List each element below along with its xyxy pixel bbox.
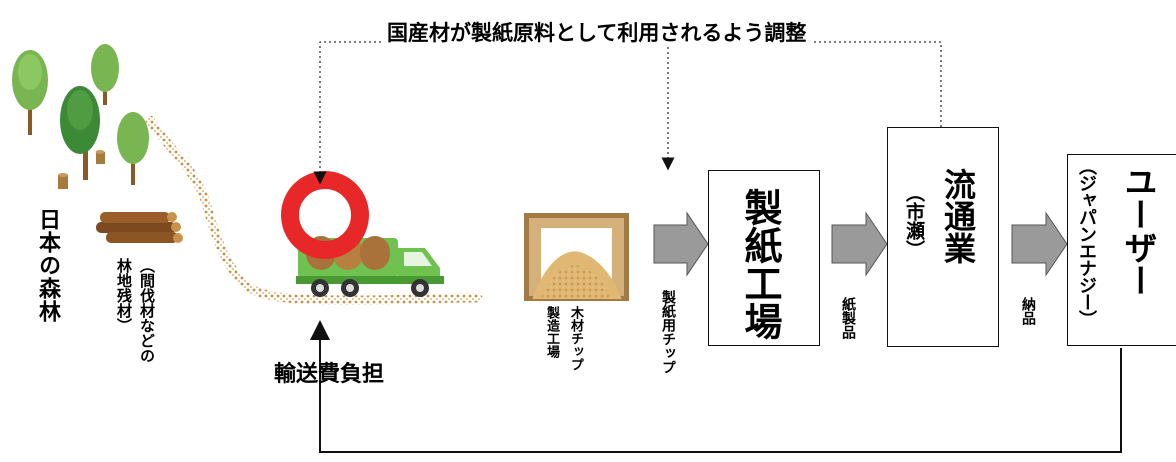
forest-residue-label-line2: （間伐材などの xyxy=(138,258,156,363)
paper-chip-label: 製紙用チップ xyxy=(660,290,676,374)
adjustment-label: 国産材が製紙原料として利用されるよう調整 xyxy=(381,17,813,47)
delivery-label: 納品 xyxy=(1020,297,1036,325)
paper-mill-box: 製紙工場 xyxy=(708,170,820,346)
chip-factory-label-line2: 製造工場 xyxy=(544,306,559,358)
forest-illustration xyxy=(12,44,149,189)
forest-path xyxy=(145,115,483,305)
paper-product-flow-arrow xyxy=(831,211,888,277)
delivery-flow-arrow xyxy=(1011,211,1068,277)
transport-cost-return-line xyxy=(310,320,1122,453)
adjustment-feedback-line xyxy=(313,41,942,185)
distribution-company-label: （市瀬） xyxy=(903,183,925,259)
user-box: ユーザー （ジャパンエナジー） xyxy=(1067,154,1176,346)
user-label: ユーザー xyxy=(1119,165,1158,297)
distribution-label: 流通業 xyxy=(939,168,977,264)
forest-residue-label-line1: 林地残材） xyxy=(115,258,133,333)
chip-flow-arrow xyxy=(653,211,709,277)
transport-cost-label: 輸送費負担 xyxy=(274,362,385,387)
forest-label: 日本の森林 xyxy=(35,208,60,323)
paper-mill-label: 製紙工場 xyxy=(738,188,782,340)
log-pile-illustration xyxy=(96,212,183,243)
user-company-label: （ジャパンエナジー） xyxy=(1076,157,1097,327)
chip-factory-illustration xyxy=(524,213,629,301)
distribution-box: 流通業 （市瀬） xyxy=(887,127,999,347)
chip-factory-label-line1: 木材チップ xyxy=(568,306,583,371)
paper-product-label: 紙製品 xyxy=(840,297,856,339)
